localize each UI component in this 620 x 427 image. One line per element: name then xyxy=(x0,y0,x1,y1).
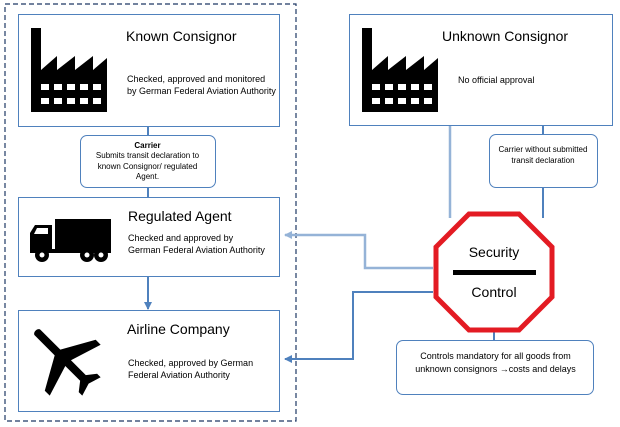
unknown-consignor-desc: No official approval xyxy=(458,75,535,85)
known-consignor-title: Known Consignor xyxy=(126,28,237,44)
security-to-airline-arrow xyxy=(284,291,433,363)
controls-note-desc: Controls mandatory for all goods from un… xyxy=(415,351,576,374)
control-label: Control xyxy=(471,284,517,300)
unknown-consignor-title: Unknown Consignor xyxy=(442,28,569,44)
carrier-title: Carrier xyxy=(134,141,161,150)
unknown-consignor-box: Unknown Consignor No official approval xyxy=(349,14,613,126)
security-control-sign: Security Control xyxy=(433,211,555,333)
octagon-icon xyxy=(433,211,555,333)
carrier-box: Carrier Submits transit declaration to k… xyxy=(80,135,216,188)
known-consignor-desc: Checked, approved and monitored by Germa… xyxy=(127,74,276,96)
security-label: Security xyxy=(468,244,520,260)
carrier-desc: Submits transit declaration to known Con… xyxy=(95,151,200,181)
regulated-agent-title: Regulated Agent xyxy=(128,208,232,224)
regulated-agent-box: Regulated Agent Checked and approved by … xyxy=(18,197,280,277)
airline-desc: Checked, approved by German Federal Avia… xyxy=(128,358,254,380)
regulated-agent-desc: Checked and approved by German Federal A… xyxy=(128,233,265,255)
security-to-agent-arrow xyxy=(284,231,433,270)
airline-box: Airline Company Checked, approved by Ger… xyxy=(18,310,280,412)
known-chain-frame xyxy=(4,3,297,422)
factory-icon xyxy=(31,28,107,112)
known-consignor-box: Known Consignor Checked, approved and mo… xyxy=(18,14,280,127)
truck-icon xyxy=(30,219,111,262)
controls-note-box: Controls mandatory for all goods from un… xyxy=(396,340,594,395)
factory-icon xyxy=(362,28,438,112)
carrier-without-box: Carrier without submitted transit declar… xyxy=(489,134,598,188)
airline-title: Airline Company xyxy=(127,321,230,337)
airplane-icon xyxy=(34,329,101,396)
carrier-without-desc: Carrier without submitted transit declar… xyxy=(498,145,588,165)
